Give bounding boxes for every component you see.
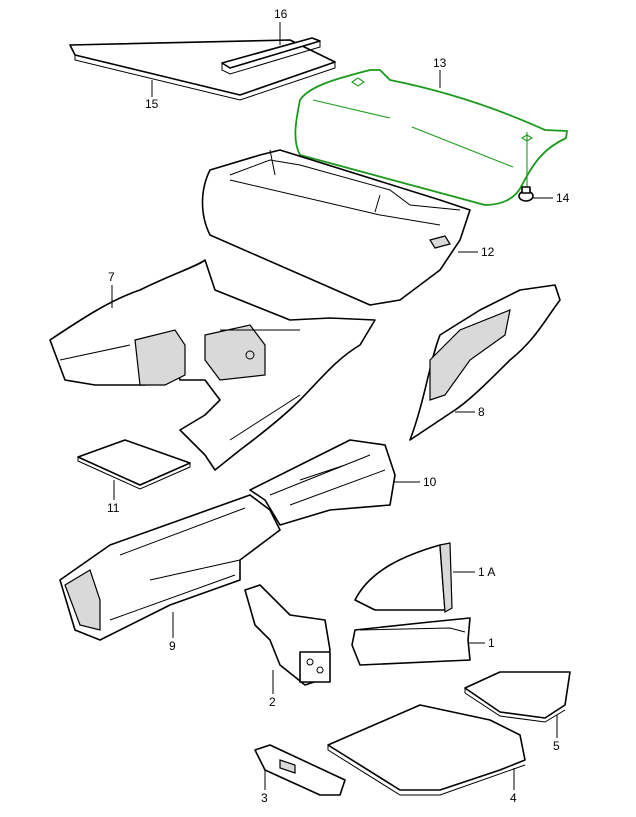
label-14: 14	[556, 191, 570, 205]
label-11: 11	[107, 501, 120, 515]
part-10-tunnel-front[interactable]	[249, 439, 396, 526]
part-5-mat[interactable]	[464, 671, 571, 723]
part-16-strip[interactable]	[221, 37, 321, 75]
label-13: 13	[433, 56, 447, 70]
label-1a: 1 A	[478, 565, 495, 579]
part-12-trunk-liner[interactable]	[201, 149, 471, 306]
label-10: 10	[423, 475, 437, 489]
label-4: 4	[510, 791, 517, 805]
label-5: 5	[553, 739, 560, 753]
part-13-trim-selected[interactable]	[294, 69, 568, 206]
part-14-clip[interactable]	[518, 186, 534, 202]
part-1-panel[interactable]	[351, 617, 471, 666]
label-12: 12	[481, 245, 495, 259]
label-9: 9	[169, 639, 176, 653]
label-1: 1	[488, 636, 495, 650]
part-2-bracket-panel[interactable]	[244, 584, 331, 686]
label-8: 8	[478, 405, 485, 419]
part-8-side-trim[interactable]	[409, 284, 561, 441]
label-7: 7	[108, 270, 115, 284]
part-4-floor-mat[interactable]	[327, 704, 526, 796]
label-3: 3	[261, 791, 268, 805]
part-9-tunnel-rear[interactable]	[59, 494, 281, 641]
part-7-floor-covering[interactable]	[49, 259, 376, 471]
leader-lines	[111, 22, 558, 790]
label-16: 16	[274, 7, 288, 21]
label-2: 2	[269, 695, 276, 709]
part-11-mat[interactable]	[77, 439, 191, 490]
part-1a-panel[interactable]	[354, 542, 453, 613]
label-15: 15	[145, 97, 159, 111]
